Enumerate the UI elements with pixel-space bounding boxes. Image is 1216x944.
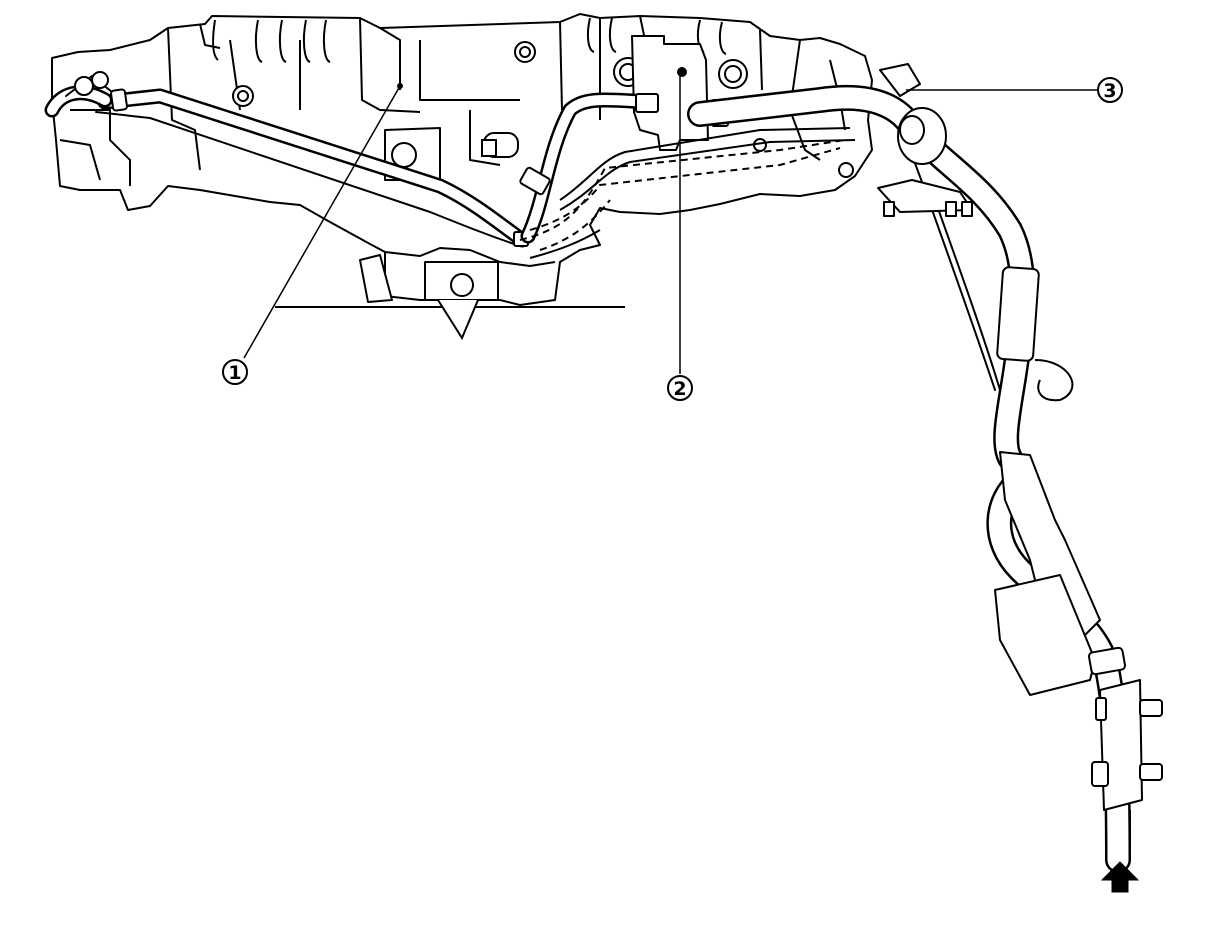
leader-lines — [243, 72, 1098, 374]
callout-3: 3 — [1097, 77, 1123, 103]
engine-manifold — [51, 13, 873, 306]
callout-1: 1 — [222, 359, 248, 385]
hose-left — [44, 75, 530, 248]
callout-2: 2 — [667, 375, 693, 401]
leader-dot-1 — [397, 83, 403, 89]
callout-label-1: 1 — [228, 362, 241, 384]
hidden-hoses — [519, 139, 846, 251]
hose-right-parts — [877, 63, 1163, 811]
callout-label-3: 3 — [1103, 80, 1116, 102]
callout-label-2: 2 — [673, 378, 686, 400]
hose-left-clamp — [74, 71, 529, 247]
lower-hoses — [529, 127, 856, 259]
arrow-up-icon — [1100, 861, 1140, 893]
housing-pointer — [437, 299, 479, 341]
hose-center — [520, 92, 658, 244]
